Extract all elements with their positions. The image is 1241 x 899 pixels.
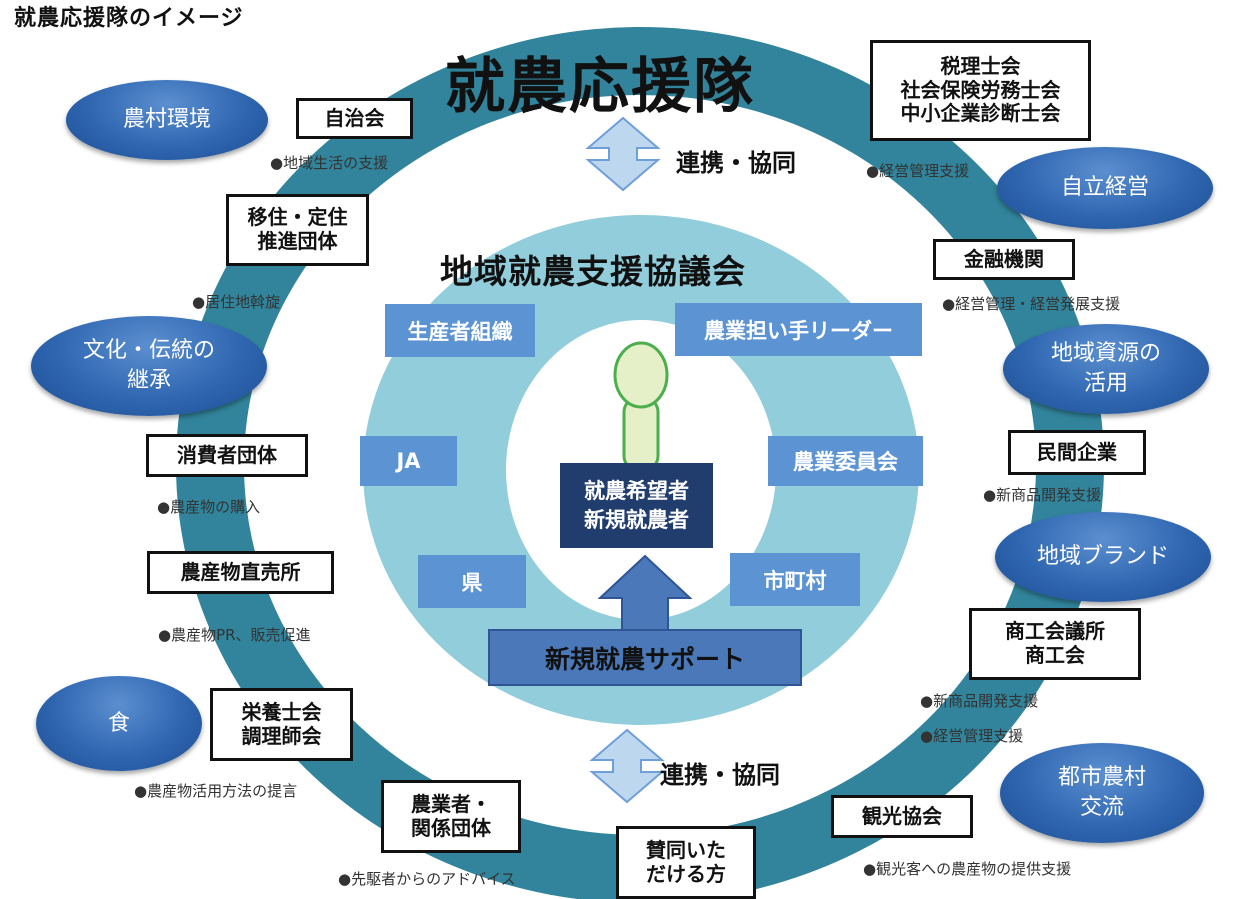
supporter-private-company: 民間企業 xyxy=(1008,430,1146,475)
note-relocation: ●居住地斡旋 xyxy=(192,293,281,311)
supporter-general: 賛同いた だける方 xyxy=(616,826,756,899)
note-direct-sales: ●農産物PR、販売促進 xyxy=(158,626,311,644)
note-nutrition: ●農産物活用方法の提言 xyxy=(134,782,298,800)
supporter-consumer: 消費者団体 xyxy=(146,434,308,477)
theme-food: 食 xyxy=(36,676,202,771)
theme-independent-management: 自立経営 xyxy=(997,147,1213,229)
note-commerce-2: ●経営管理支援 xyxy=(920,727,1024,745)
supporter-tax-accountants: 税理士会 社会保険労務士会 中小企業診断士会 xyxy=(870,40,1091,141)
org-municipality: 市町村 xyxy=(730,553,860,606)
cooperation-label-top: 連携・協同 xyxy=(676,149,796,177)
theme-regional-brand: 地域ブランド xyxy=(995,512,1211,602)
support-label: 新規就農サポート xyxy=(544,644,745,674)
supporter-relocation: 移住・定住 推進団体 xyxy=(226,194,369,266)
org-prefecture: 県 xyxy=(418,555,526,608)
theme-regional-resources: 地域資源の 活用 xyxy=(1003,324,1209,414)
supporter-farmers: 農業者・ 関係団体 xyxy=(381,780,521,853)
supporter-financial: 金融機関 xyxy=(933,239,1075,280)
person-head xyxy=(613,341,669,409)
note-tax: ●経営管理支援 xyxy=(866,162,970,180)
cooperation-arrow-top xyxy=(585,116,661,192)
note-financial: ●経営管理・経営発展支援 xyxy=(942,295,1121,313)
cooperation-label-bottom: 連携・協同 xyxy=(660,761,780,789)
theme-culture-tradition: 文化・伝統の 継承 xyxy=(31,316,267,416)
note-tourism: ●観光客への農産物の提供支援 xyxy=(863,860,1072,878)
supporter-direct-sales: 農産物直売所 xyxy=(147,551,334,594)
council-title: 地域就農支援協議会 xyxy=(440,252,746,291)
supporter-commerce: 商工会議所 商工会 xyxy=(969,608,1141,680)
supporter-jichikai: 自治会 xyxy=(296,98,413,139)
note-jichikai: ●地域生活の支援 xyxy=(270,154,389,172)
org-agricultural-committee: 農業委員会 xyxy=(768,436,923,486)
org-farming-leader: 農業担い手リーダー xyxy=(675,303,922,356)
note-commerce-1: ●新商品開発支援 xyxy=(920,692,1039,710)
supporter-nutrition: 栄養士会 調理師会 xyxy=(210,688,353,761)
new-farmer-box: 就農希望者 新規就農者 xyxy=(560,463,713,548)
cooperation-arrow-bottom xyxy=(589,728,665,804)
theme-rural-environment: 農村環境 xyxy=(66,80,268,160)
note-farmers: ●先駆者からのアドバイス xyxy=(338,870,516,888)
org-producer-organization: 生産者組織 xyxy=(385,304,535,357)
theme-urban-rural-exchange: 都市農村 交流 xyxy=(1000,743,1204,843)
supporter-tourism: 観光協会 xyxy=(831,795,973,838)
org-ja: JA xyxy=(360,436,457,486)
support-arrow xyxy=(488,554,802,686)
note-private: ●新商品開発支援 xyxy=(983,486,1102,504)
outer-ring-title: 就農応援隊 xyxy=(445,52,755,122)
person-body xyxy=(622,396,660,472)
page-title: 就農応援隊のイメージ xyxy=(14,6,244,31)
note-consumer: ●農産物の購入 xyxy=(157,498,261,516)
